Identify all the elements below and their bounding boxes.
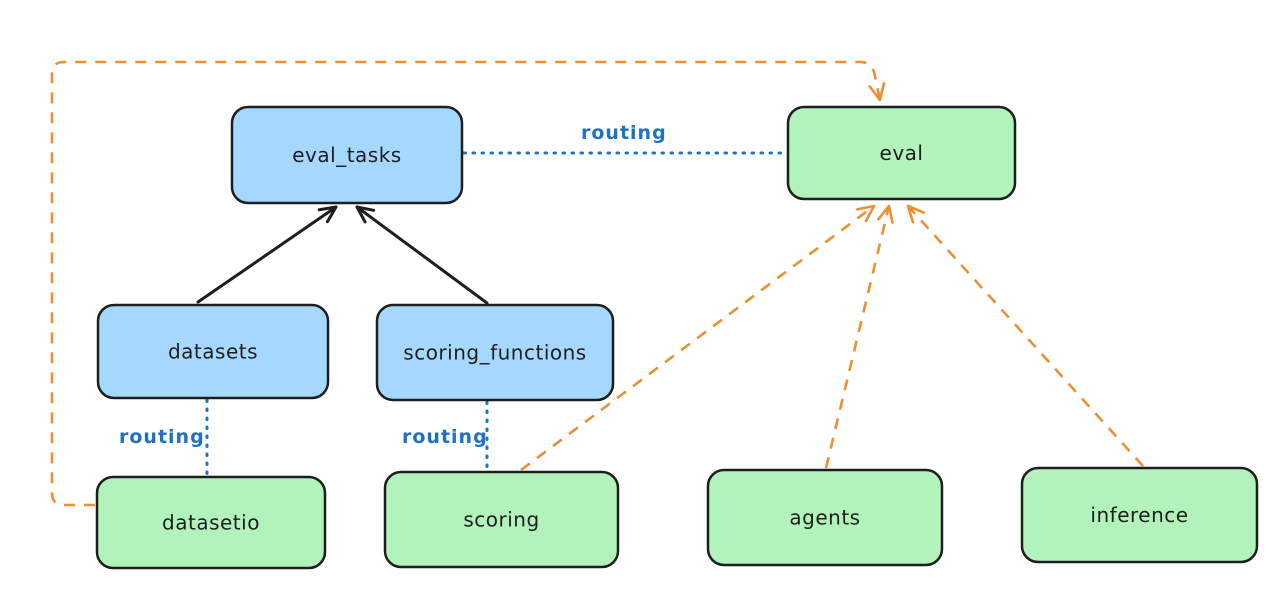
node-eval (786, 105, 1017, 201)
node-agents (706, 468, 944, 567)
node-label-inference: inference (1090, 503, 1188, 527)
arrowhead-scoring-to-eval (856, 204, 876, 223)
edge-scoring-to-eval (520, 204, 875, 472)
nodes-layer: eval_tasks eval datasets scoring_functionsd… (95, 105, 1259, 570)
edge-inference-to-eval (907, 205, 1144, 467)
arrowhead-datasets-to-eval_tasks (317, 205, 338, 224)
node-scoring (383, 470, 620, 569)
edge-label-datasets-to-datasetio: routing (119, 426, 205, 448)
node-label-eval_tasks: eval_tasks (292, 143, 401, 167)
arrowhead-inference-to-eval (906, 204, 925, 224)
edge-labels-layer: routing routing routing (119, 122, 667, 448)
node-label-scoring: scoring (463, 508, 539, 532)
edge-agents-to-eval (824, 205, 891, 469)
node-label-scoring_functions: scoring_functions (403, 341, 586, 365)
node-label-agents: agents (789, 506, 860, 530)
edge-label-eval_tasks-to-eval: routing (581, 122, 667, 144)
edge-datasets-to-eval_tasks (196, 205, 338, 304)
arrowhead-scoring_functions-to-eval_tasks (355, 205, 376, 224)
node-label-datasets: datasets (168, 340, 258, 364)
edge-label-scoring_functions-to-scoring: routing (402, 426, 488, 448)
node-datasetio (95, 475, 327, 570)
edges-layer (50, 60, 1144, 507)
node-datasets (96, 303, 330, 400)
arrowhead-datasetio-to-eval (868, 82, 886, 102)
node-eval_tasks (230, 105, 464, 205)
arrowhead-agents-to-eval (877, 204, 894, 224)
node-inference (1020, 466, 1259, 564)
edge-scoring_functions-to-eval_tasks (355, 205, 489, 305)
node-label-eval: eval (880, 141, 924, 165)
node-scoring_functions (375, 303, 615, 402)
node-label-datasetio: datasetio (162, 511, 260, 535)
